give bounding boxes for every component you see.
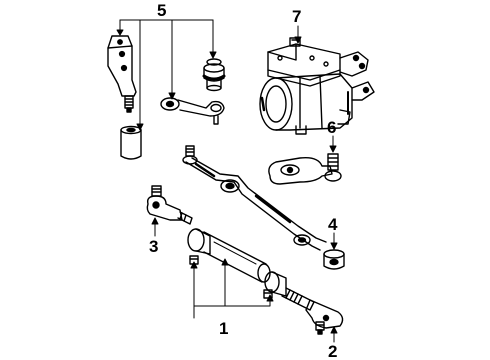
- callout-5: 5: [157, 1, 167, 20]
- tie-rod-end-left: [146, 185, 193, 225]
- idler-arm-bushing-small: [202, 58, 226, 92]
- callout-6: 6: [327, 118, 337, 137]
- callout-2: 2: [328, 342, 338, 360]
- tie-rod-end-right: [281, 287, 344, 335]
- steering-gear-box: [259, 37, 375, 135]
- idler-bushing: [120, 125, 142, 160]
- pitman-arm: [268, 153, 342, 185]
- center-link: [182, 145, 327, 251]
- center-link-socket: [323, 249, 345, 270]
- adjuster-sleeve: [187, 228, 287, 299]
- callout-1: 1: [219, 319, 229, 338]
- callout-4: 4: [328, 215, 338, 234]
- idler-bracket: [107, 35, 137, 113]
- callout-7: 7: [292, 7, 302, 26]
- callout-3: 3: [149, 237, 159, 256]
- idler-arm: [160, 97, 225, 125]
